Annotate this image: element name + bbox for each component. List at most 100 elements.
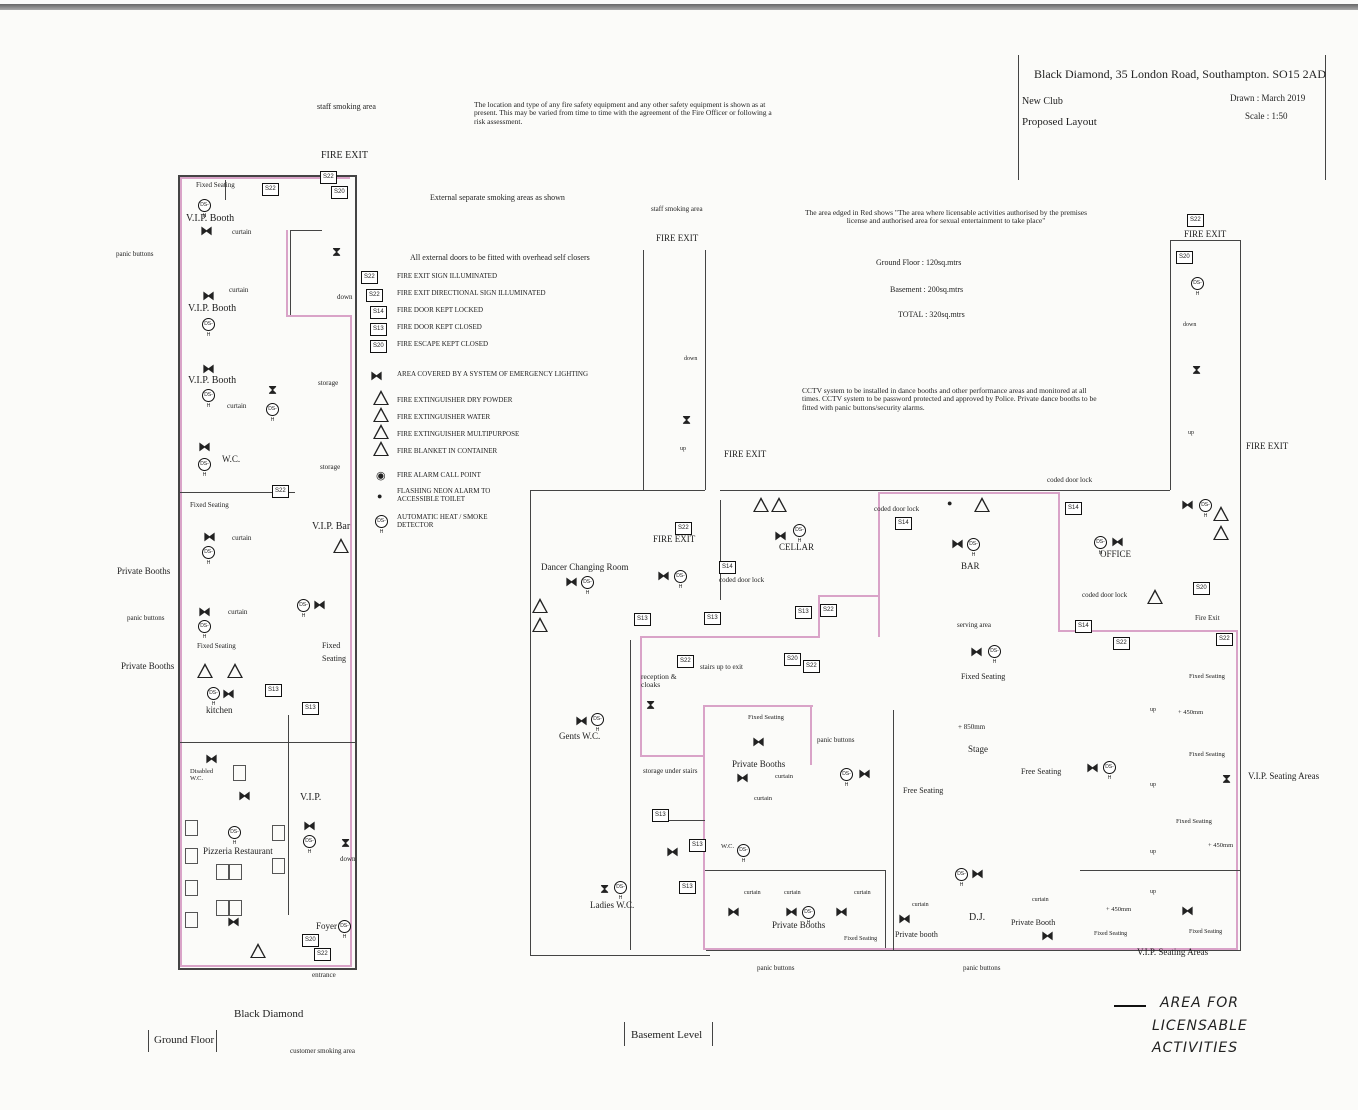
smoke-detector-icon: DS-H [967, 538, 980, 558]
handwritten-line: ACTIVITIES [1152, 1040, 1239, 1056]
curtain-label: curtain [232, 534, 252, 542]
extinguisher-water-icon [373, 407, 389, 422]
up-label: up [1150, 782, 1156, 788]
address: Black Diamond, 35 London Road, Southampt… [1034, 67, 1326, 81]
s22-directional-icon: S22 [366, 289, 383, 302]
storage-label: storage [318, 379, 339, 387]
vip-booth-label: V.I.P. Booth [186, 213, 235, 224]
smoke-detector-icon: DS-H [1103, 761, 1116, 781]
drawing-title: Proposed Layout [1022, 116, 1097, 128]
fire-exit-label: FIRE EXIT [1184, 229, 1227, 239]
s22-sign-icon: S22 [320, 171, 337, 184]
down-label: down [340, 855, 356, 863]
emergency-light-icon: ⧓ [202, 361, 215, 376]
fire-blanket-icon [532, 617, 548, 632]
s14-sign-icon: S14 [895, 517, 912, 530]
panic-buttons-label: panic buttons [757, 964, 795, 972]
emergency-light-icon: ⧓ [222, 686, 235, 701]
legend-item: FIRE EXTINGUISHER DRY POWDER [397, 396, 513, 404]
curtain-label: curtain [754, 795, 773, 802]
legend-item: FIRE ESCAPE KEPT CLOSED [397, 340, 489, 348]
emergency-light-icon: ⧗ [268, 382, 278, 397]
down-label: down [1183, 322, 1197, 328]
s13-sign-icon: S13 [302, 702, 319, 715]
gents-wc-label: Gents W.C. [559, 731, 601, 741]
stair-arrow-icon: ⧗ [682, 412, 692, 427]
s14-sign-icon: S14 [370, 306, 387, 319]
extinguisher-multipurpose-icon [333, 538, 349, 553]
extinguisher-powder-icon [373, 390, 389, 405]
down-label: down [684, 356, 698, 362]
fire-exit-label: FIRE EXIT [724, 449, 767, 459]
emergency-light-icon: ⧓ [227, 914, 240, 929]
smoke-detector-icon: DS-H [303, 835, 316, 855]
emergency-light-icon: ⧓ [1086, 760, 1099, 775]
legend-item: FIRE EXTINGUISHER MULTIPURPOSE [397, 430, 520, 438]
scale: Scale : 1:50 [1245, 111, 1288, 121]
fixed-seating-label: Fixed Seating [1176, 818, 1212, 825]
coded-door-lock-label: coded door lock [874, 505, 920, 513]
emergency-light-icon: ⧓ [313, 597, 326, 612]
s13-sign-icon: S13 [795, 606, 812, 619]
s20-sign-icon: S20 [370, 340, 387, 353]
panic-buttons-label: panic buttons [116, 250, 154, 258]
s20-sign-icon: S20 [1193, 582, 1210, 595]
legend-item: FLASHING NEON ALARM TO ACCESSIBLE TOILET [397, 487, 491, 503]
emergency-light-icon: ⧓ [1181, 497, 1194, 512]
smoke-detector-icon: DS-H [802, 906, 815, 926]
call-point-icon: ◉ [376, 470, 386, 482]
smoke-detector-icon: DS-H [338, 920, 351, 940]
fixed-seating-label: Fixed Seating [196, 181, 235, 189]
emergency-light-icon: ⧓ [203, 529, 216, 544]
s20-sign-icon: S20 [784, 653, 801, 666]
fire-exit-label: FIRE EXIT [321, 150, 368, 161]
fire-blanket-icon [373, 441, 389, 456]
private-booths-label: Private Booths [772, 920, 826, 930]
stair-arrow-icon: ⧗ [1222, 771, 1232, 786]
handwritten-line: AREA FOR [1160, 995, 1239, 1011]
emergency-light-icon: ⧓ [785, 904, 798, 919]
private-booth-label: Private booth [895, 930, 938, 939]
seating-label: Seating [322, 654, 346, 663]
dj-label: D.J. [969, 912, 986, 923]
fixed-seating-label: Fixed Seating [844, 936, 878, 942]
fixed-seating-label: Fixed Seating [1094, 931, 1128, 937]
basement-level-title: Basement Level [631, 1029, 703, 1041]
emergency-light-icon: ⧓ [1041, 928, 1054, 943]
s22-sign-icon: S22 [361, 271, 378, 284]
serving-area-label: serving area [957, 621, 992, 629]
scan-edge [0, 4, 1358, 10]
panic-buttons-label: panic buttons [817, 736, 855, 744]
vip-bar-label: V.I.P. Bar [312, 521, 351, 532]
emergency-light-icon: ⧓ [238, 788, 251, 803]
smoke-detector-icon: DS-H [1191, 277, 1204, 297]
storage-under-stairs-label: storage under stairs [643, 767, 698, 775]
panic-buttons-label: panic buttons [127, 614, 165, 622]
vip-booth-label: V.I.P. Booth [188, 303, 237, 314]
smoke-detector-icon: DS-H [840, 768, 853, 788]
stairs-up-label: stairs up to exit [700, 663, 743, 671]
smoke-detector-icon: DS-H [988, 645, 1001, 665]
fire-exit-label: FIRE EXIT [653, 534, 696, 544]
stair-arrow-icon: ⧗ [341, 835, 351, 850]
s13-sign-icon: S13 [652, 809, 669, 822]
disabled-wc-label: Disabled W.C. [190, 768, 214, 783]
smoke-detector-icon: DS-H [228, 826, 241, 846]
extinguisher-multipurpose-icon [227, 663, 243, 678]
fire-exit-small-label: Fire Exit [1195, 614, 1220, 622]
building-name: Black Diamond [234, 1008, 304, 1020]
extinguisher-multipurpose-icon [250, 943, 266, 958]
emergency-light-icon: ⧓ [736, 770, 749, 785]
licensable-note: The area edged in Red shows "The area wh… [804, 208, 1088, 226]
smoke-detector-icon: DS-H [674, 570, 687, 590]
neon-alarm-icon: ● [947, 498, 953, 508]
smoke-detector-icon: DS-H [297, 599, 310, 619]
reception-label: reception & cloaks [641, 672, 677, 690]
fixed-seating-label: Fixed Seating [1189, 751, 1225, 758]
emergency-light-icon: ⧓ [1111, 534, 1124, 549]
bar-label: BAR [961, 561, 980, 571]
drawn-date: Drawn : March 2019 [1230, 93, 1306, 103]
s22-directional-icon: S22 [820, 604, 837, 617]
s20-sign-icon: S20 [302, 934, 319, 947]
extinguisher-multipurpose-icon [1213, 525, 1229, 540]
